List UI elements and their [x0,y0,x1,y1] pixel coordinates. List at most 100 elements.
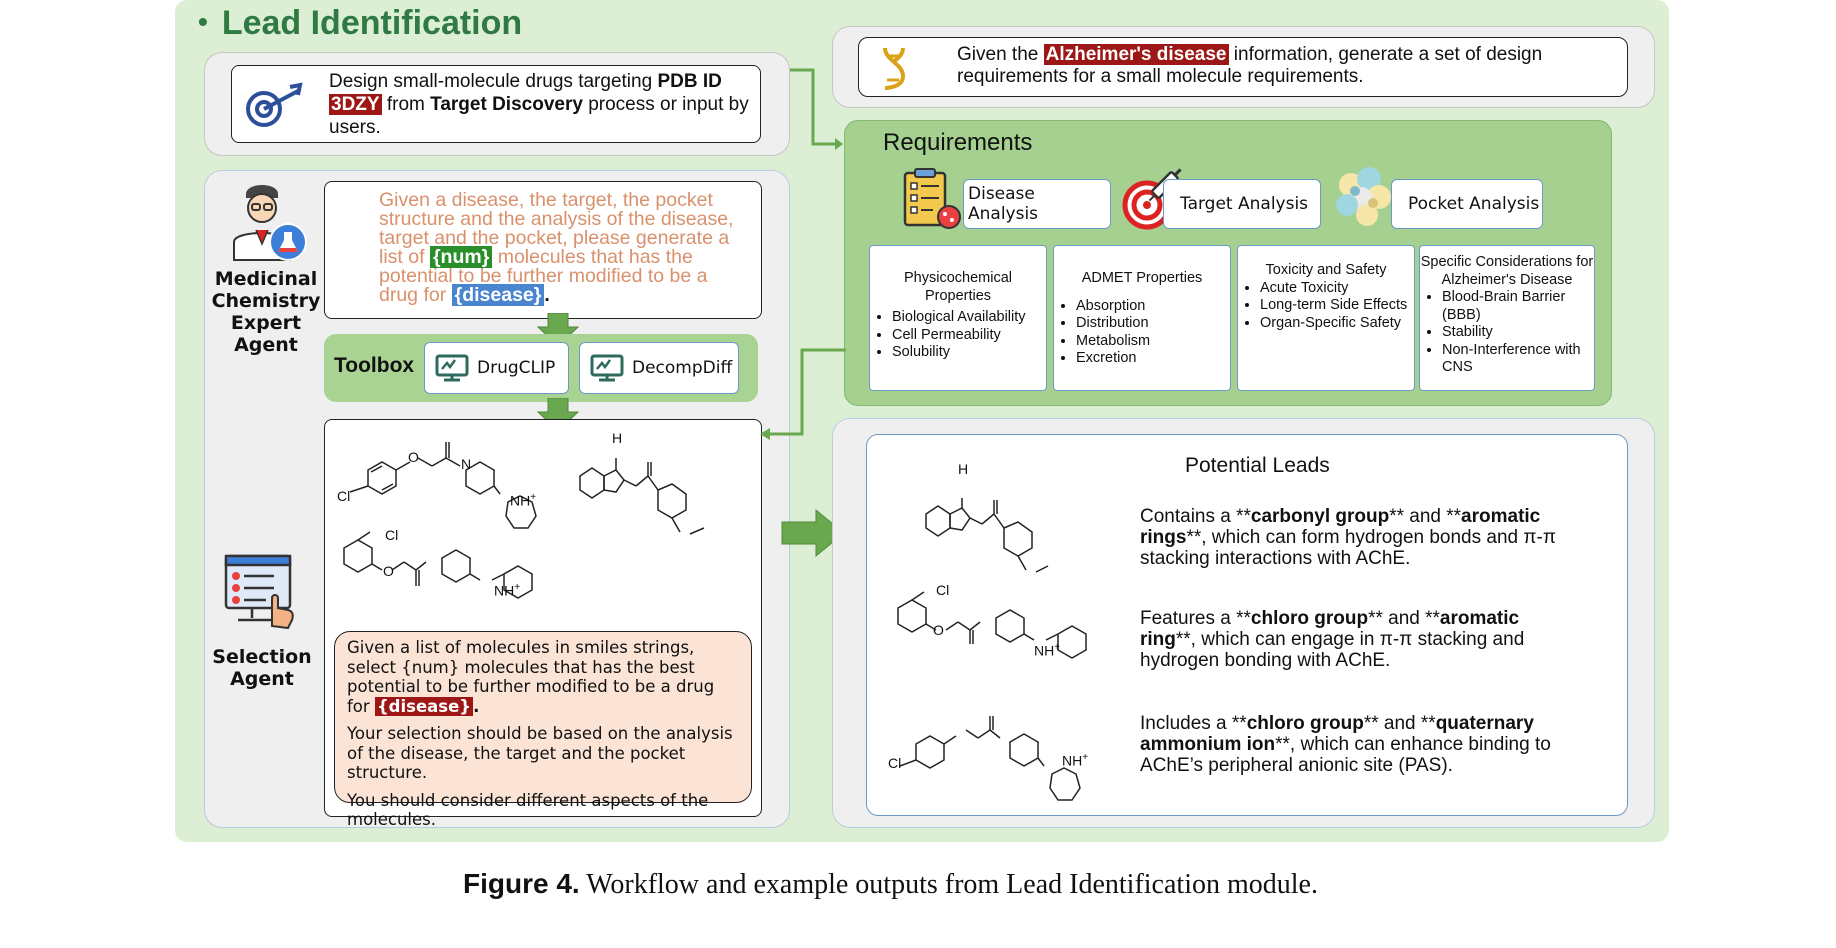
monitor-tool-icon [590,354,624,382]
section-title-text: Lead Identification [221,4,523,42]
atom-label: H [612,430,623,446]
card-item: Non-Interference with CNS [1442,342,1594,377]
disease-highlight: Alzheimer's disease [1043,44,1229,65]
lead-molecule-3 [899,716,1081,801]
toolbox-panel: Toolbox DrugCLIP DecompDiff [324,334,758,402]
disease-analysis-button[interactable]: Disease Analysis [963,179,1111,229]
connector-arrow [790,68,843,150]
lead-bold: chloro group [1250,608,1369,629]
card-item: Cell Permeability [892,327,1046,345]
lead-bold: aromatic ring [1140,608,1520,650]
requirement-card: ADMET Properties Absorption Distribution… [1053,245,1231,391]
target-text: Design small-molecule drugs targeting PD… [329,70,749,139]
lead-molecule-2 [897,591,1087,659]
selection-para1-pre: Given a list of molecules in smiles stri… [347,638,715,716]
target-text-mid: from [381,94,431,115]
charge-plus: + [1054,642,1061,653]
atom-label: Cl [888,755,902,771]
card-item: Biological Availability [892,309,1046,327]
drugclip-tool[interactable]: DrugCLIP [424,342,569,394]
target-discovery-label: Target Discovery [430,94,583,115]
requirement-card: Specific Considerations for Alzheimer's … [1419,245,1595,391]
lead-bold: quaternary ammonium ion [1140,713,1534,755]
pocket-analysis-button[interactable]: Pocket Analysis [1391,179,1543,229]
pdb-id-label: PDB ID [657,71,722,92]
target-text-post: process or input by users. [329,94,749,138]
charge-plus: + [514,582,521,593]
scientist-icon [233,185,307,261]
medchem-prompt-end: . [544,284,550,306]
card-title: Specific Considerations for Alzheimer's … [1420,254,1594,288]
card-title: ADMET Properties [1081,270,1203,286]
card-item: Excretion [1076,350,1230,368]
requirement-prompt-text: Given the Alzheimer's disease informatio… [957,44,1607,88]
molecule-b [579,458,705,535]
atom-label: O [933,622,944,638]
requirements-panel: Requirements Disease Analysis Target Ana… [844,120,1612,406]
card-items: Acute Toxicity Long-term Side Effects Or… [1238,280,1414,333]
card-items: Biological Availability Cell Permeabilit… [870,309,1046,362]
card-item: Metabolism [1076,333,1230,351]
decompdiff-tool[interactable]: DecompDiff [579,342,739,394]
card-item: Distribution [1076,315,1230,333]
right-arrow-icon [781,508,845,558]
lead-text: Features a ** [1140,608,1251,629]
req-prompt-pre: Given the [957,44,1044,65]
atom-label: O [383,563,394,579]
selection-screen-icon [224,554,294,630]
lead-text: Includes a ** [1140,713,1247,734]
lead-molecule-1 [925,498,1049,573]
lead-bold: chloro group [1246,713,1364,734]
selection-label-line: Selection [212,646,312,668]
selection-para1-end: . [473,696,480,716]
num-placeholder: {num} [429,246,493,268]
card-item: Acute Toxicity [1260,280,1414,298]
medchem-prompt-text: Given a disease, the target, the pocket … [379,189,744,306]
atom-label: NH+ [1034,642,1061,659]
target-analysis-label: Target Analysis [1180,194,1309,214]
molecule-c [343,531,533,599]
selection-disease-placeholder: {disease} [374,696,474,716]
lead-text: **, which can form hydrogen bonds and π-… [1140,527,1556,569]
medchem-label-line: Agent [234,334,298,356]
medchem-label-line: Expert [230,312,302,334]
decompdiff-label: DecompDiff [632,358,733,378]
atom-label: O [408,449,419,465]
potential-leads-title: Potential Leads [1185,454,1330,477]
lead-text: ** and ** [1363,713,1436,734]
selection-para-1: Given a list of molecules in smiles stri… [347,638,739,716]
atom-label: NH+ [1062,752,1089,769]
dna-icon [883,47,906,90]
requirements-to-molecules-arrow [760,348,846,440]
lead-text: ** and ** [1389,506,1462,527]
section-title: •Lead Identification [198,4,522,43]
lead-molecules [897,498,1087,801]
card-items: Blood-Brain Barrier (BBB) Stability Non-… [1420,289,1594,377]
atom-label: NH+ [510,492,537,509]
target-analysis-button[interactable]: Target Analysis [1163,179,1321,229]
protein-pocket-icon [1336,167,1391,226]
monitor-tool-icon [435,354,469,382]
selection-para-2: Your selection should be based on the an… [347,724,733,782]
toolbox-label: Toolbox [334,354,415,377]
card-title: Physicochemical Properties [904,270,1012,304]
card-title: Toxicity and Safety [1265,262,1387,278]
molecule-a [349,442,537,529]
atom-label: Cl [385,527,399,543]
lead-text: **, which can enhance binding to AChE’s … [1140,734,1551,776]
card-item: Solubility [892,344,1046,362]
lead-bold: aromatic rings [1140,506,1541,548]
lead-text: ** and ** [1368,608,1440,629]
card-item: Absorption [1076,298,1230,316]
pocket-analysis-label: Pocket Analysis [1408,194,1540,214]
target-box: Design small-molecule drugs targeting PD… [231,65,761,143]
disease-analysis-label: Disease Analysis [968,184,1039,224]
card-item: Blood-Brain Barrier (BBB) [1442,289,1594,324]
requirement-card: Physicochemical Properties Biological Av… [869,245,1047,391]
caption-label: Figure 4. [463,868,580,899]
req-prompt-post: information, generate a set of design re… [957,44,1543,87]
selection-prompt-box: Given a list of molecules in smiles stri… [334,631,752,829]
medchem-prompt-pre: Given a disease, the target, the pocket … [379,189,734,268]
clipboard-virus-icon [903,168,961,229]
card-item: Long-term Side Effects [1260,297,1414,315]
